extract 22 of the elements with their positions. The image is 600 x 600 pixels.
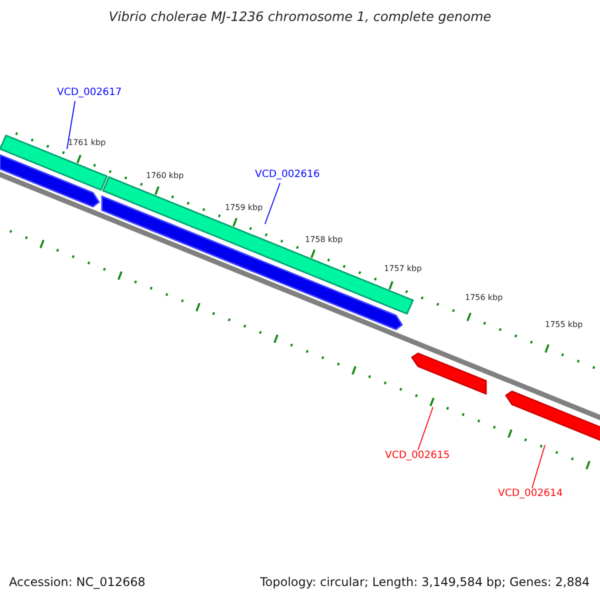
scale-label: 1756 kbp [465, 294, 503, 302]
gene-label: VCD_002617 [57, 88, 122, 98]
gene-label: VCD_002615 [385, 451, 450, 461]
gene-feature [101, 195, 403, 330]
gene-feature [0, 154, 100, 208]
leader-line [66, 100, 76, 150]
gene-label: VCD_002616 [255, 170, 320, 180]
scale-label: 1759 kbp [225, 204, 263, 212]
scale-label: 1757 kbp [384, 265, 422, 273]
scale-label: 1761 kbp [68, 139, 106, 147]
scale-label: 1760 kbp [146, 172, 184, 180]
gene-feature [410, 352, 487, 395]
scale-label: 1755 kbp [545, 321, 583, 329]
leader-line [264, 182, 280, 224]
scale-label: 1758 kbp [305, 236, 343, 244]
gene-bar [0, 134, 108, 191]
footer-text: Topology: circular; Length: 3,149,584 bp; Genes: 2,884 [260, 576, 590, 588]
leader-line [532, 444, 546, 488]
title: Vibrio cholerae MJ-1236 chromosome 1, complete genome [108, 11, 492, 24]
footer-text: Accession: NC_012668 [9, 576, 146, 588]
leader-line [418, 406, 434, 450]
gene-label: VCD_002614 [498, 489, 563, 499]
